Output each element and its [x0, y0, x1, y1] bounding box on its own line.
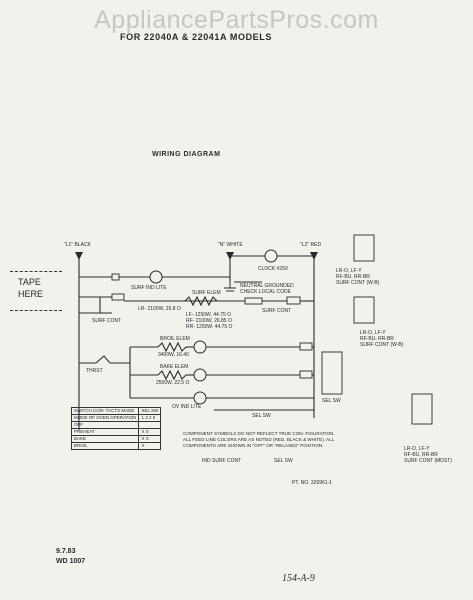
bake-rating: 2500W, 22.5 O — [156, 380, 190, 386]
rr-rating: RR- 1250W, 44.75 O — [186, 324, 233, 330]
terminal-icon — [299, 370, 313, 379]
lf-rating: LF- 1250W, 44.75 O — [186, 312, 232, 318]
right-label-b: LR-O, LF-Y — [360, 330, 386, 336]
table-cell: X X — [138, 428, 162, 436]
table-cell: BAKE — [70, 435, 140, 443]
legend-sel-sw: SEL SW — [274, 458, 293, 464]
broil-lamp-icon — [193, 340, 207, 354]
legend-ind-surf: IND SURF CONT — [202, 458, 242, 464]
table-row: BROIL X — [70, 442, 162, 450]
right-label-c2: RF-BU, RR-BR — [404, 452, 438, 458]
surf-cont-label-right: SURF CONT — [262, 308, 292, 314]
table-cell: PREHEAT — [70, 428, 140, 436]
right-label-b2: RF-BU, RR-BR — [360, 336, 394, 342]
surf-ind-lite-icon — [149, 270, 163, 284]
right-label-c3: SURF CONT (MDST) — [404, 458, 452, 464]
thermostat-label: THRST — [86, 368, 103, 374]
clock-icon — [264, 249, 278, 263]
neutral-label: "N" WHITE — [218, 242, 243, 248]
handwritten-note: 154-A-9 — [282, 573, 315, 584]
tape-line-2: HERE — [18, 289, 44, 299]
table-cell: BROIL — [70, 442, 140, 450]
right-label-b3: SURF CONT (W-B) — [360, 342, 404, 348]
sel-sw-label: SEL SW — [252, 413, 271, 419]
tape-here-box: TAPE HERE — [10, 271, 62, 311]
ov-ind-lite-icon — [193, 391, 207, 405]
watermark: AppliancePartsPros.com — [94, 6, 379, 34]
terminal-icon — [299, 342, 313, 351]
bake-lamp-icon — [193, 368, 207, 382]
bake-elem-label: BAKE ELEM — [160, 364, 189, 370]
terminal-icon — [244, 297, 263, 305]
table-cell — [138, 421, 162, 429]
surf-ind-lite-label: SURF IND LITE — [131, 285, 167, 291]
broil-elem-label: BROIL ELEM — [160, 336, 190, 342]
footer-date: 9.7.83 — [56, 548, 76, 555]
right-label-a2: RF-BU, RR-BR — [336, 274, 370, 280]
table-cell: 1 3 2 5 — [138, 414, 162, 422]
terminal-icon — [111, 273, 120, 281]
lr-rating: LR- 2100W, 26.8 O — [138, 306, 181, 312]
broil-rating: 3400W, 16.40 — [158, 352, 189, 358]
right-sel-sw: SEL SW — [322, 398, 341, 404]
surf-elem-label: SURF ELEM — [192, 290, 221, 296]
table-cell: OFF — [70, 421, 140, 429]
table-row: PREHEAT X X — [70, 428, 162, 436]
table-row: OFF — [70, 421, 162, 429]
table-cell: X — [138, 442, 162, 450]
tape-line-1: TAPE — [18, 277, 41, 287]
rf-rating: RF- 2100W, 26.85 O — [186, 318, 232, 324]
part-number: PT. NO. 326961-1 — [292, 480, 333, 486]
right-label-a3: SURF CONT (W-B) — [336, 280, 380, 286]
component-note: COMPONENT SYMBOLS DO NOT REFLECT TRUE CO… — [183, 431, 335, 448]
local-code-note: CHECK LOCAL CODE — [240, 289, 291, 295]
terminal-icon — [286, 296, 301, 305]
table-header-row: SWITCH CON- TACTS MADE SEL SW — [70, 407, 162, 415]
table-row: BAKE X X — [70, 435, 162, 443]
l2-label: "L2" RED — [300, 242, 322, 248]
footer-doc: WD 1007 — [56, 558, 86, 565]
diagram-title: WIRING DIAGRAM — [152, 151, 221, 158]
table-header: SWITCH CON- TACTS MADE — [70, 407, 140, 415]
clock-label: CLOCK #250 — [258, 266, 288, 272]
thermostat-icon — [95, 355, 111, 364]
right-label-a: LR-O, LF-Y — [336, 268, 362, 274]
neutral-note: NEUTRAL GROUNDED — [240, 283, 294, 289]
switch-contacts-table: SWITCH CON- TACTS MADE SEL SW MODE OF OV… — [70, 407, 162, 450]
terminal-icon — [111, 293, 125, 301]
table-cell: X X — [138, 435, 162, 443]
l1-label: "L1" BLACK — [64, 242, 91, 248]
ov-ind-lite-label: OV IND LITE — [172, 404, 202, 410]
table-cell: MODE OF OVEN OPERATION — [70, 414, 140, 422]
right-label-c: LR-O, LF-Y — [404, 446, 430, 452]
table-row: MODE OF OVEN OPERATION 1 3 2 5 — [70, 414, 162, 422]
models-heading: FOR 22040A & 22041A MODELS — [120, 32, 272, 42]
table-header: SEL SW — [138, 407, 162, 415]
surf-cont-label: SURF CONT — [92, 318, 122, 324]
